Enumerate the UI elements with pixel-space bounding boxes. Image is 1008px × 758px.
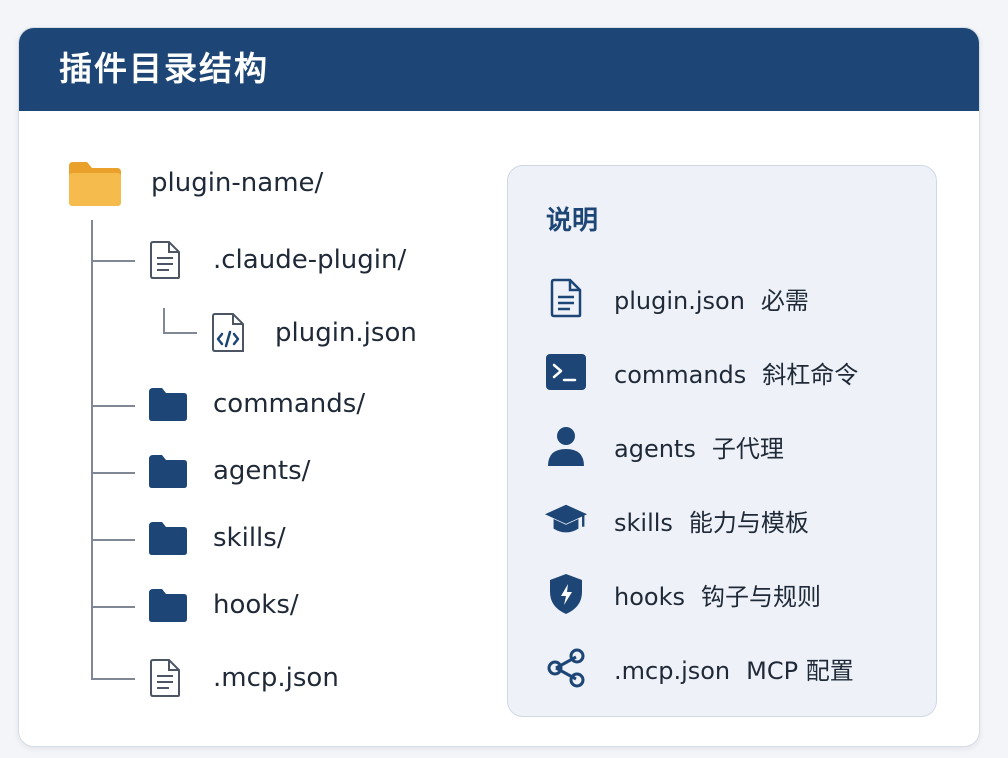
tree-item-claude-plugin: .claude-plugin/ (147, 240, 406, 280)
terminal-icon (544, 352, 588, 392)
legend-item-name: plugin.json (614, 286, 745, 315)
legend-item-skills: skills 能力与模板 (544, 500, 809, 540)
tree-branch-line (91, 405, 135, 407)
header-bar: 插件目录结构 (19, 28, 979, 111)
legend-item-name: skills (614, 508, 673, 537)
legend-item-text: commands 斜杠命令 (614, 355, 858, 390)
legend-item-desc: 能力与模板 (688, 508, 809, 537)
shield-icon (544, 574, 588, 614)
document-icon (147, 658, 183, 698)
legend-item-commands: commands 斜杠命令 (544, 352, 858, 392)
tree-item-label: plugin.json (275, 318, 417, 348)
legend-item-hooks: hooks 钩子与规则 (544, 574, 821, 614)
tree-item-skills: skills/ (147, 520, 286, 556)
tree-item-label: skills/ (213, 523, 286, 553)
legend-item-agents: agents 子代理 (544, 426, 784, 466)
legend-item-text: agents 子代理 (614, 429, 784, 464)
legend-item-desc: 子代理 (711, 434, 784, 463)
legend-item-text: hooks 钩子与规则 (614, 577, 821, 612)
tree-branch-line (91, 678, 135, 680)
tree-item-label: .claude-plugin/ (213, 245, 407, 275)
document-icon (147, 240, 183, 280)
tree-item-label: .mcp.json (213, 663, 339, 693)
diagram-card: 插件目录结构 plugin-name/ (18, 27, 980, 747)
legend-item-text: plugin.json 必需 (614, 281, 809, 316)
tree-item-hooks: hooks/ (147, 587, 299, 623)
share-nodes-icon (544, 648, 588, 688)
legend-item-desc: 斜杠命令 (762, 360, 859, 389)
tree-branch-line (91, 472, 135, 474)
legend-item-plugin-json: plugin.json 必需 (544, 278, 809, 318)
tree-item-label: hooks/ (213, 590, 299, 620)
tree-sub-branch-line (163, 332, 197, 334)
legend-item-desc: MCP 配置 (746, 656, 854, 685)
directory-tree: plugin-name/ .claude-plugin/ (19, 28, 519, 746)
tree-sub-trunk-line (163, 308, 165, 333)
legend-item-text: skills 能力与模板 (614, 503, 809, 538)
legend-item-desc: 钩子与规则 (700, 582, 821, 611)
tree-branch-line (91, 260, 135, 262)
tree-root-label: plugin-name/ (151, 168, 324, 198)
legend-item-name: .mcp.json (614, 656, 731, 685)
tree-trunk-line (91, 220, 93, 679)
legend-item-desc: 必需 (760, 286, 809, 315)
tree-root: plugin-name/ (67, 158, 323, 208)
folder-icon (147, 386, 189, 422)
legend-item-name: commands (614, 360, 747, 389)
code-file-icon (209, 312, 249, 354)
folder-open-icon (67, 158, 123, 208)
folder-icon (147, 587, 189, 623)
legend-item-mcp-json: .mcp.json MCP 配置 (544, 648, 854, 688)
legend-item-text: .mcp.json MCP 配置 (614, 651, 854, 686)
graduation-cap-icon (544, 500, 588, 540)
tree-item-label: agents/ (213, 456, 311, 486)
legend-item-name: hooks (614, 582, 685, 611)
tree-item-mcp-json: .mcp.json (147, 658, 339, 698)
tree-item-plugin-json: plugin.json (209, 312, 417, 354)
legend-item-name: agents (614, 434, 696, 463)
tree-branch-line (91, 539, 135, 541)
folder-icon (147, 520, 189, 556)
legend-title: 说明 (546, 206, 599, 236)
user-icon (544, 426, 588, 466)
tree-item-label: commands/ (213, 389, 366, 419)
tree-branch-line (91, 606, 135, 608)
folder-icon (147, 453, 189, 489)
tree-item-agents: agents/ (147, 453, 310, 489)
page-title: 插件目录结构 (59, 49, 269, 88)
document-icon (544, 278, 588, 318)
tree-item-commands: commands/ (147, 386, 365, 422)
